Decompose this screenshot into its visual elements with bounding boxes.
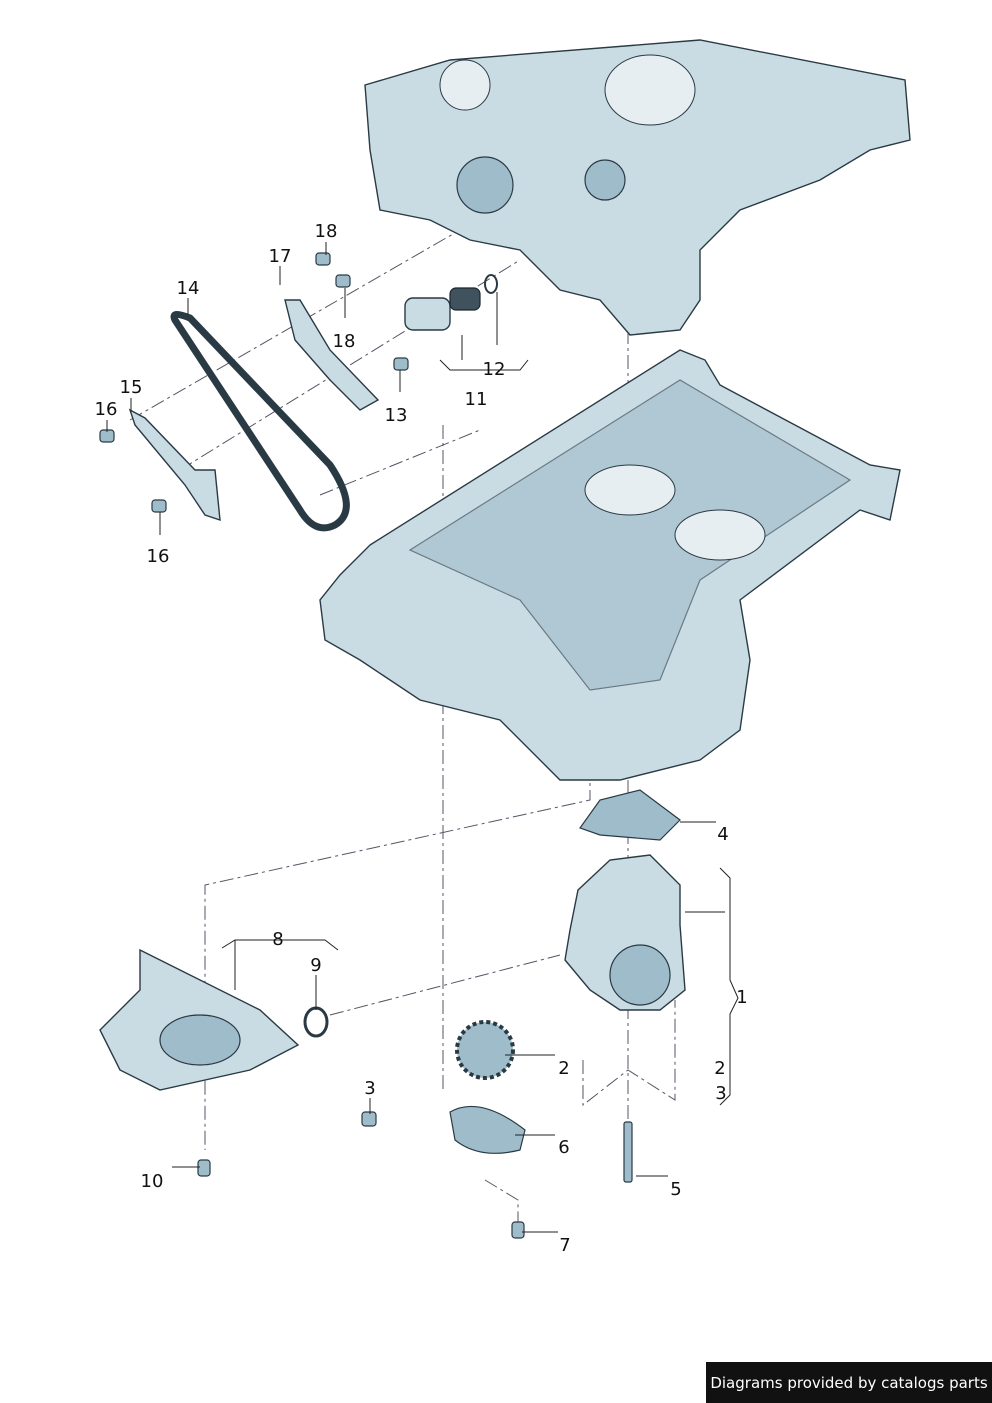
callout-16: 16 [94,399,118,420]
callout-8: 8 [272,929,284,950]
callout-18: 18 [332,331,356,352]
sprocket [455,1020,515,1080]
callout-3: 3 [364,1078,376,1099]
callout-13: 13 [384,405,408,426]
callout-2: 2 [558,1058,570,1079]
callout-6: 6 [558,1137,570,1158]
callout-2: 2 [714,1058,726,1079]
callout-4: 4 [717,824,729,845]
engine-block [364,39,911,336]
callout-3: 3 [715,1083,727,1104]
callout-16: 16 [146,546,170,567]
callout-7: 7 [559,1235,571,1256]
callout-11: 11 [464,389,488,410]
guide-rail [128,408,221,522]
callout-5: 5 [670,1179,682,1200]
callout-12: 12 [482,359,506,380]
callout-17: 17 [268,246,292,267]
callout-10: 10 [140,1171,164,1192]
callout-14: 14 [176,278,200,299]
callout-1: 1 [736,987,748,1008]
bolts [99,252,633,1239]
o-ring [303,1006,329,1038]
leader-lines [106,242,739,1233]
timing-chain [170,311,350,532]
oil-pump [564,854,686,1011]
gasket [579,789,681,841]
callout-18: 18 [314,221,338,242]
callout-9: 9 [310,955,322,976]
callout-15: 15 [119,377,143,398]
sprocket-cover [449,1105,526,1154]
tensioner-rail [284,299,380,411]
control-valve [404,274,498,331]
strainer-pickup [159,1014,241,1066]
oil-pan [319,349,901,781]
attribution-badge: Diagrams provided by catalogs parts [706,1362,992,1403]
